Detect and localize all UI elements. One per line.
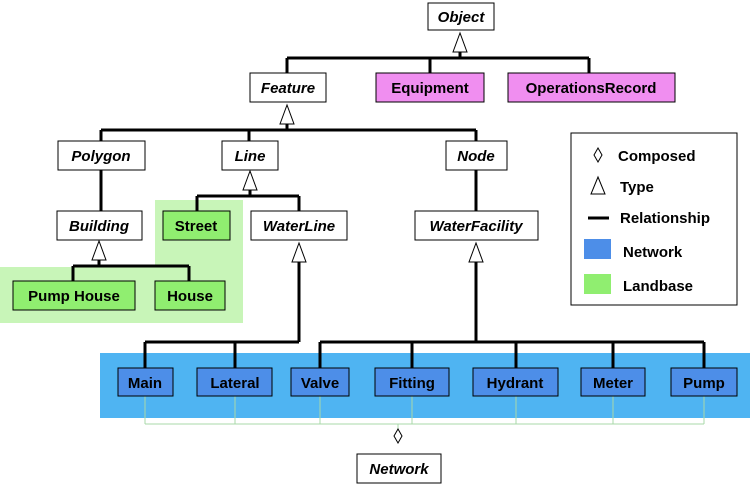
legend-relationship-label: Relationship (620, 210, 710, 227)
node-house: House (154, 280, 226, 311)
legend-composed-label: Composed (618, 148, 696, 165)
triangle-waterfacility-icon (468, 241, 484, 263)
triangle-object-icon (452, 31, 468, 53)
node-lateral: Lateral (196, 367, 273, 397)
node-object-label: Object (438, 9, 486, 26)
node-equipment-label: Equipment (391, 80, 469, 97)
node-equipment: Equipment (375, 72, 485, 103)
node-node-label: Node (457, 148, 495, 165)
node-main-label: Main (128, 375, 162, 392)
triangle-building-icon (91, 239, 107, 261)
node-operations-record: OperationsRecord (507, 72, 676, 103)
node-pump-house: Pump House (12, 280, 136, 311)
legend-network-swatch (584, 239, 611, 259)
hierarchy-connectors (71, 52, 706, 368)
node-building-label: Building (69, 218, 129, 235)
node-valve: Valve (290, 367, 350, 397)
node-hydrant-label: Hydrant (487, 375, 544, 392)
legend-network-label: Network (623, 244, 683, 261)
triangle-line-icon (242, 169, 258, 191)
node-fitting: Fitting (374, 367, 450, 397)
legend-type-label: Type (620, 179, 654, 196)
triangle-feature-icon (279, 103, 295, 125)
node-network-label: Network (369, 461, 429, 478)
node-feature: Feature (249, 72, 327, 103)
node-lateral-label: Lateral (210, 375, 259, 392)
node-meter-label: Meter (593, 375, 633, 392)
node-street-label: Street (175, 218, 218, 235)
node-feature-label: Feature (261, 80, 315, 97)
legend-triangle-icon (590, 175, 606, 195)
node-meter: Meter (580, 367, 646, 397)
node-network: Network (356, 453, 442, 484)
triangle-waterline-icon (291, 241, 307, 263)
legend-landbase-swatch (584, 274, 611, 294)
node-polygon-label: Polygon (71, 148, 130, 165)
node-water-facility-label: WaterFacility (429, 218, 523, 235)
node-pump-house-label: Pump House (28, 288, 120, 305)
diamond-network-icon (393, 427, 403, 445)
node-main: Main (117, 367, 174, 397)
node-fitting-label: Fitting (389, 375, 435, 392)
node-street: Street (162, 210, 231, 241)
node-water-line-label: WaterLine (263, 218, 335, 235)
legend: Composed Type Relationship Network Landb… (570, 132, 738, 306)
legend-landbase-label: Landbase (623, 278, 693, 295)
node-hydrant: Hydrant (472, 367, 559, 397)
legend-diamond-icon (593, 146, 603, 164)
node-pump-label: Pump (683, 375, 725, 392)
inheritance-triangles (91, 31, 484, 263)
node-pump: Pump (670, 367, 738, 397)
node-water-facility: WaterFacility (414, 210, 539, 241)
node-node: Node (445, 140, 508, 171)
node-building: Building (56, 210, 143, 241)
node-operations-record-label: OperationsRecord (526, 80, 657, 97)
node-water-line: WaterLine (250, 210, 348, 241)
node-valve-label: Valve (301, 375, 339, 392)
node-line-label: Line (235, 148, 266, 165)
node-line: Line (221, 140, 279, 171)
node-polygon: Polygon (57, 140, 146, 171)
node-object: Object (427, 2, 495, 31)
node-house-label: House (167, 288, 213, 305)
